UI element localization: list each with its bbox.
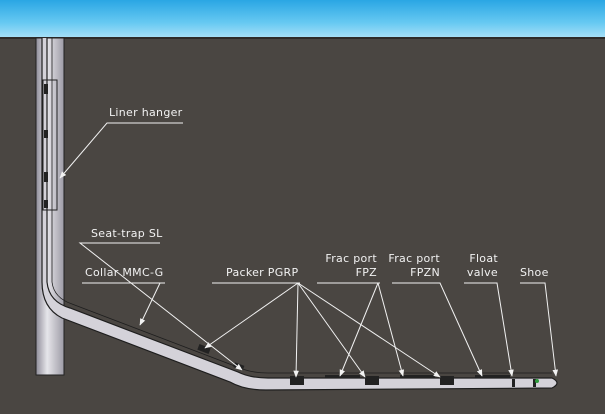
label-collar: Collar MMC-G bbox=[85, 266, 164, 279]
leader-lines bbox=[59, 122, 559, 378]
label-liner-hanger: Liner hanger bbox=[109, 106, 183, 119]
label-line: Float bbox=[469, 252, 498, 265]
sky bbox=[0, 0, 605, 38]
label-line: valve bbox=[466, 266, 498, 279]
label-line: Frac port bbox=[325, 252, 377, 265]
liner-string bbox=[41, 38, 558, 391]
label-shoe: Shoe bbox=[520, 266, 549, 279]
label-packer: Packer PGRP bbox=[226, 266, 299, 279]
casing bbox=[35, 37, 65, 376]
ground bbox=[0, 37, 605, 414]
label-line: Frac port bbox=[388, 252, 440, 265]
label-seat-trap: Seat-trap SL bbox=[91, 227, 163, 240]
label-line: FPZN bbox=[410, 266, 440, 279]
label-line: FPZ bbox=[355, 266, 377, 279]
